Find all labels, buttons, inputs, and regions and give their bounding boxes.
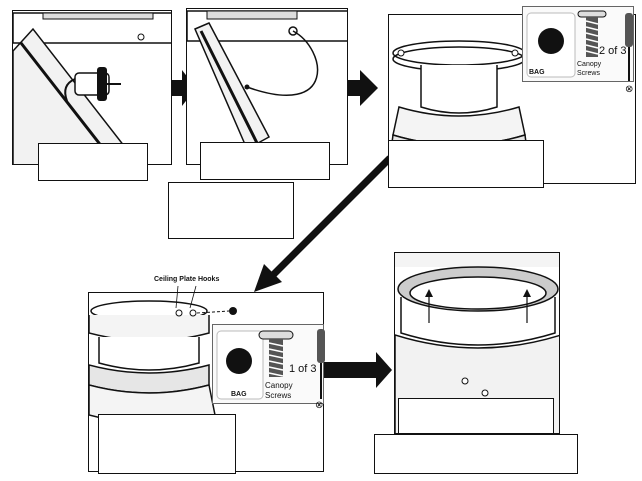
screwdriver-icon	[625, 13, 633, 47]
canopy-screws-label-top-2: Screws	[577, 70, 600, 77]
hardware-illustration	[526, 10, 633, 81]
hardware-bag-panel-top: BAG Canopy Screws 2 of 3	[522, 6, 634, 82]
caption-box-7	[374, 434, 578, 474]
caption-box-2	[200, 142, 330, 180]
screw-end-icon-bottom: ⊗	[315, 400, 324, 411]
caption-box-6	[398, 398, 554, 434]
canopy-screws-label-top-1: Canopy	[577, 61, 602, 68]
hardware-illustration-bottom	[216, 329, 325, 400]
caption-box-4	[388, 140, 544, 188]
bag-label-top: BAG	[529, 69, 545, 76]
ceiling-plate-illustration	[89, 300, 237, 424]
screw-end-icon: ⊗	[625, 84, 634, 95]
bag-label-bottom: BAG	[231, 391, 247, 398]
step-count-top: 2 of 3	[599, 45, 627, 57]
step-count-bottom: 1 of 3	[289, 363, 317, 375]
canopy-screws-label-bottom-2: Screws	[265, 391, 292, 400]
ceiling-plate-hooks-label: Ceiling Plate Hooks	[154, 276, 220, 283]
safety-cable-illustration	[187, 10, 347, 151]
step-panel-2	[186, 8, 348, 165]
step-panel-1	[12, 10, 172, 165]
canopy-screws-label-bottom-1: Canopy	[265, 381, 293, 390]
caption-box-5	[98, 414, 236, 474]
caption-box-1	[38, 143, 148, 181]
fixture-wiring-illustration	[13, 12, 171, 164]
bag-icon	[538, 28, 564, 54]
caption-box-3	[168, 182, 294, 239]
hardware-bag-panel-bottom: BAG Canopy Screws 1 of 3	[212, 324, 325, 404]
